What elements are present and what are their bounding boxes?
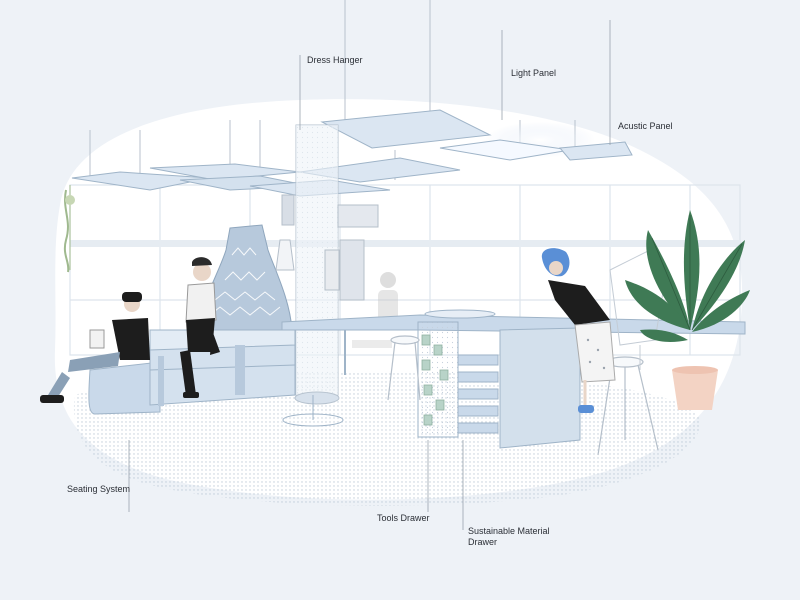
worktable (281, 309, 746, 449)
plant-icon (625, 210, 750, 410)
label-seating-system: Seating System (67, 484, 131, 494)
garment-rack (275, 194, 379, 301)
acoustic-panel-right (299, 157, 461, 183)
label-material-drawer: Sustainable Material Drawer (468, 526, 550, 547)
label-light-panel: Light Panel (511, 68, 557, 78)
acoustic-panel-far (559, 141, 633, 161)
standing-person-icon (541, 248, 616, 413)
material-drawer-unit (417, 321, 499, 438)
label-tools-drawer: Tools Drawer (377, 513, 430, 523)
window-sill (70, 240, 740, 247)
hanging-panels (71, 109, 633, 197)
central-column (282, 124, 344, 427)
seating-system (88, 329, 296, 415)
hanging-plant-icon (63, 185, 75, 273)
sitting-person-icon (180, 257, 220, 398)
label-dress-hanger: Dress Hanger (307, 55, 363, 65)
label-acoustic-panel: Acustic Panel (618, 121, 673, 131)
reclining-person-icon (40, 292, 150, 403)
leader-lines (128, 20, 611, 530)
